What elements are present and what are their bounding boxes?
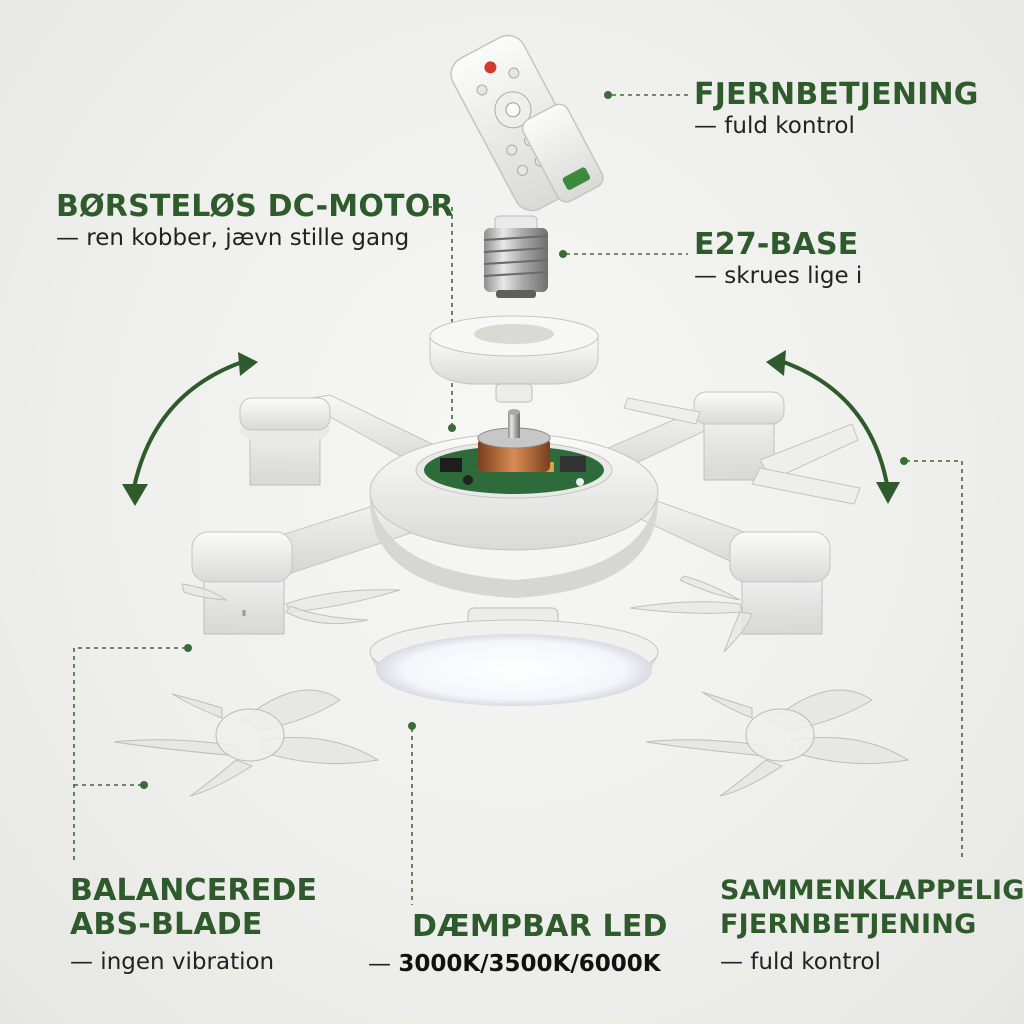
fan-motor-pod-front-left xyxy=(191,531,293,635)
fan-blade-icon xyxy=(181,575,753,653)
label-base: E27-BASE — skrues lige i xyxy=(694,228,862,290)
rotate-arrow-icon xyxy=(122,352,258,506)
label-base-title: E27-BASE xyxy=(694,227,859,262)
leader-foldable xyxy=(906,460,963,860)
central-hub xyxy=(369,433,659,598)
dc-motor-icon xyxy=(477,409,551,472)
fan-motor-pod-back-left xyxy=(239,397,331,486)
label-blades: BALANCEREDE ABS-BLADE — ingen vibration xyxy=(70,874,317,976)
label-blades-title-2: ABS-BLADE xyxy=(70,907,263,942)
label-led-subline: — 3000K/3500K/6000K xyxy=(368,950,668,978)
label-led-title: DÆMPBAR LED xyxy=(412,909,668,944)
fan-motor-pod-front-right xyxy=(729,531,831,635)
label-foldable: SAMMENKLAPPELIGE FJERNBETJENING — fuld k… xyxy=(720,874,1024,976)
fan-motor-pod-back-right xyxy=(623,391,861,505)
e27-bulb-base-icon xyxy=(483,215,549,298)
label-remote: FJERNBETJENING — fuld kontrol xyxy=(694,78,979,140)
fan-blade-icon xyxy=(645,689,910,797)
label-motor: BØRSTELØS DC-MOTOR — ren kobber, jævn st… xyxy=(56,190,454,252)
label-remote-title: FJERNBETJENING xyxy=(694,77,979,112)
label-foldable-title-2: FJERNBETJENING xyxy=(720,909,977,940)
label-blades-subtitle: — ingen vibration xyxy=(70,949,275,975)
label-motor-subtitle: — ren kobber, jævn stille gang xyxy=(56,225,410,251)
led-panel-icon xyxy=(369,607,659,706)
label-led-dash: — xyxy=(368,951,391,977)
label-led: DÆMPBAR LED — 3000K/3500K/6000K xyxy=(368,910,668,978)
leader-blades xyxy=(73,647,186,860)
fan-blade-icon xyxy=(113,689,380,797)
remote-control-icon xyxy=(450,34,604,212)
mount-ring-icon xyxy=(429,315,599,403)
label-foldable-subtitle: — fuld kontrol xyxy=(720,949,881,975)
label-motor-title: BØRSTELØS DC-MOTOR xyxy=(56,189,454,224)
label-blades-title-1: BALANCEREDE xyxy=(70,873,318,908)
label-led-subtitle: 3000K/3500K/6000K xyxy=(398,951,661,977)
label-foldable-title-1: SAMMENKLAPPELIGE xyxy=(720,875,1024,906)
rotate-arrow-icon xyxy=(766,350,900,504)
label-base-subtitle: — skrues lige i xyxy=(694,263,863,289)
label-remote-subtitle: — fuld kontrol xyxy=(694,113,855,139)
